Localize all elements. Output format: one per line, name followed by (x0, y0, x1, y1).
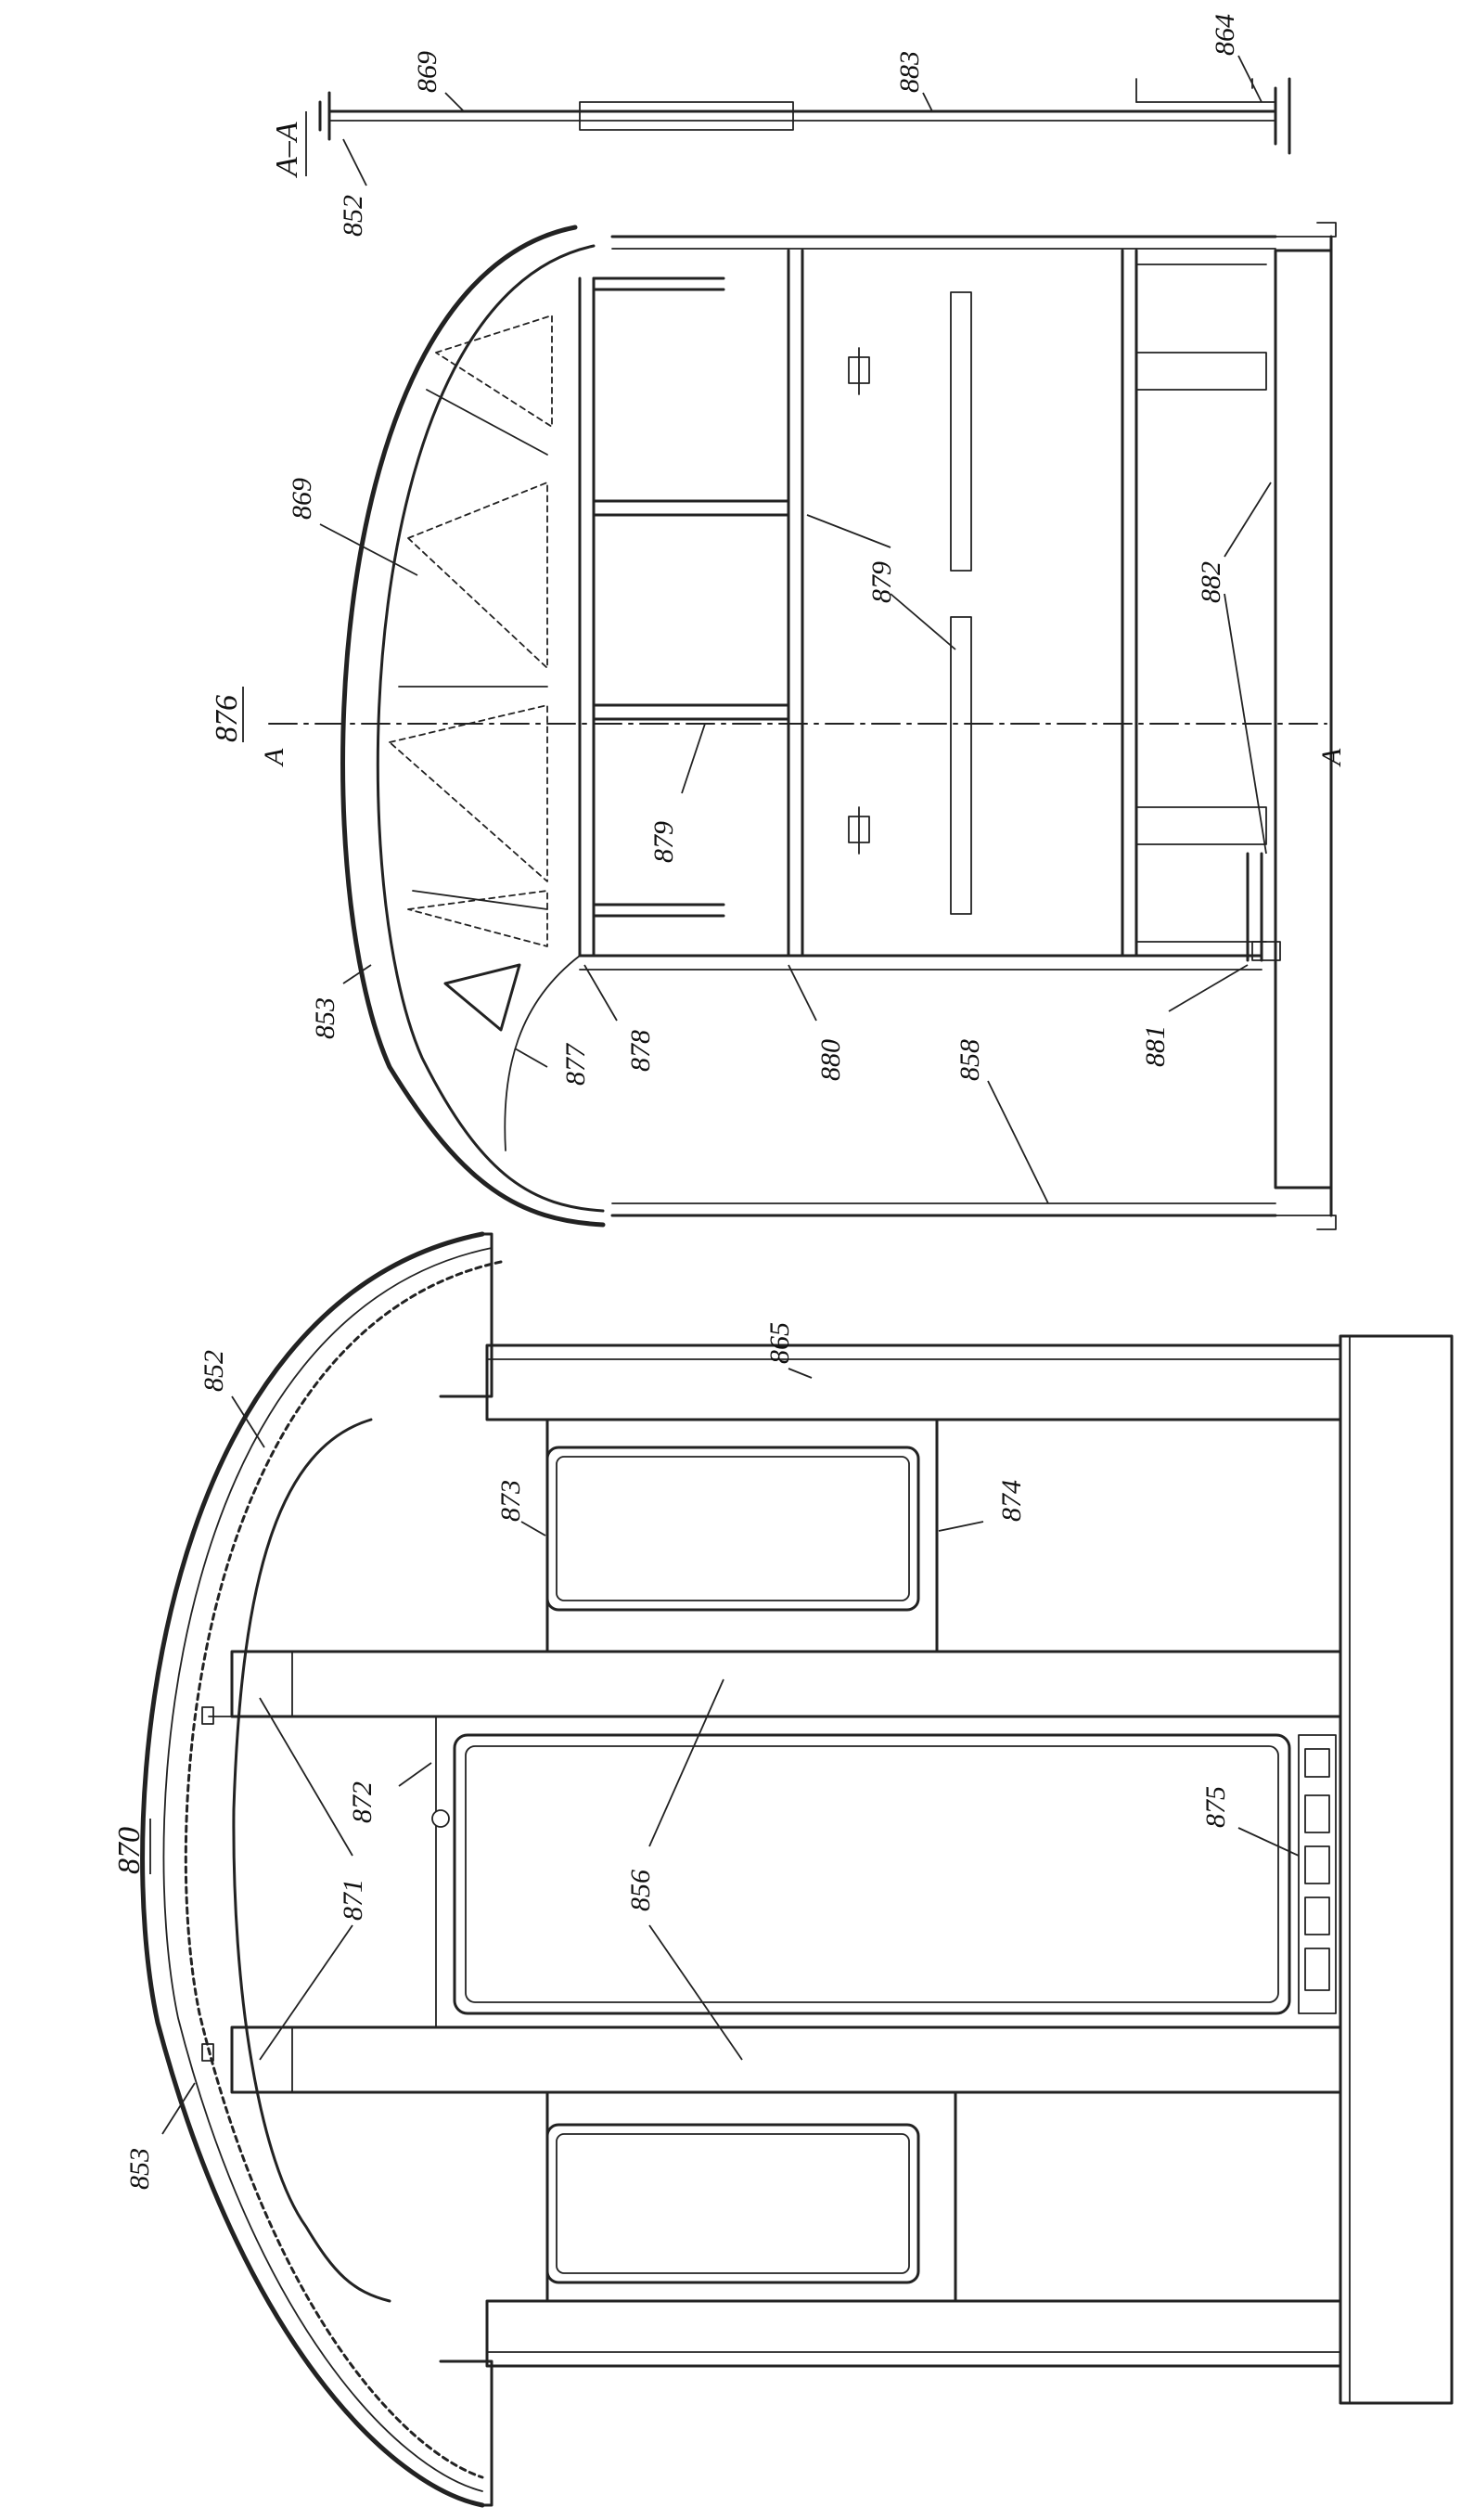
bottom-inner-arch (376, 244, 605, 1213)
top-window-lower (545, 2123, 920, 2284)
label-873: 873 (495, 1480, 526, 1522)
label-864: 864 (1210, 14, 1240, 56)
label-878: 878 (625, 1030, 656, 1072)
top-floor-slots (1298, 1734, 1337, 2014)
label-881: 881 (1140, 1025, 1171, 1067)
label-871: 871 (338, 1879, 368, 1921)
label-874: 874 (996, 1480, 1027, 1522)
label-853-bottom: 853 (310, 997, 340, 1039)
bottom-bar-upper (950, 291, 972, 572)
label-852-section: 852 (338, 195, 368, 237)
label-852-top: 852 (199, 1350, 229, 1392)
label-880: 880 (815, 1039, 846, 1081)
bottom-triangle (443, 963, 521, 1032)
label-879a: 879 (648, 821, 679, 863)
top-post-865-bottom (485, 2299, 1342, 2368)
top-inner-arch (184, 1260, 503, 2479)
label-856: 856 (625, 1870, 656, 1911)
top-cabin-outline (232, 1418, 391, 2303)
top-post-865-top (485, 1344, 1342, 1421)
label-883: 883 (894, 51, 925, 93)
top-pillar-856-upper (230, 1650, 1342, 1718)
label-879b: 879 (866, 561, 897, 603)
bottom-bar-lower (950, 616, 972, 915)
bottom-truss-869 (389, 315, 553, 947)
top-central-window (453, 1733, 1291, 2015)
label-853-top: 853 (124, 2148, 155, 2190)
section-a-a: A–A 852 869 883 864 (270, 14, 1291, 237)
label-882: 882 (1196, 561, 1226, 603)
top-window-upper (545, 1446, 920, 1612)
top-view-870: 870 852 853 871 872 873 874 856 865 875 (112, 1231, 1454, 2508)
bottom-base-block (1274, 249, 1333, 1189)
top-outer-arch (140, 1231, 485, 2508)
label-858: 858 (955, 1039, 985, 1081)
top-base-block (1339, 1334, 1454, 2405)
bottom-outer-arch (340, 225, 606, 1228)
section-marker-a-top: A (259, 748, 289, 767)
top-view-title: 870 (112, 1827, 147, 1874)
bottom-view-876: 876 A A 869 853 877 878 879 879 880 858 … (210, 222, 1347, 1230)
label-875: 875 (1200, 1786, 1231, 1828)
label-865: 865 (764, 1322, 795, 1364)
bottom-view-title: 876 (210, 695, 244, 742)
section-marker-a-bottom: A (1316, 748, 1347, 767)
section-title: A–A (270, 122, 304, 178)
label-869-bottom: 869 (287, 478, 317, 520)
section-tube (579, 101, 794, 131)
label-869-section: 869 (412, 51, 442, 93)
label-877: 877 (560, 1042, 591, 1086)
top-pillar-856-lower (230, 2025, 1342, 2094)
label-872: 872 (347, 1781, 378, 1823)
